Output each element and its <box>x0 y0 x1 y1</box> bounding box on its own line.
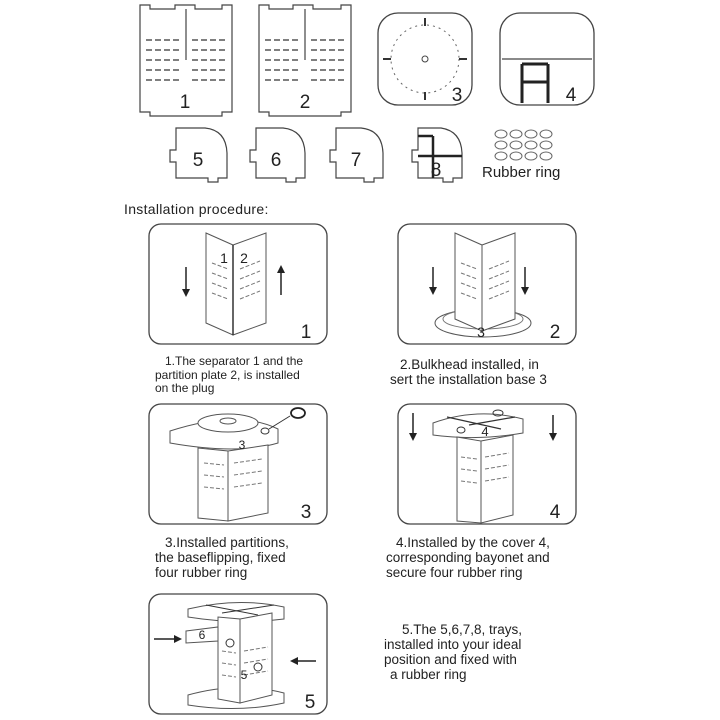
part-2-panel <box>258 4 352 117</box>
step-5-caption: 5.The 5,6,7,8, trays, installed into you… <box>384 622 523 682</box>
part-1-label: 1 <box>180 92 191 113</box>
part-1-panel <box>139 4 233 117</box>
step-3-caption: 3.Installed partitions, the baseflipping… <box>155 535 289 580</box>
step-5-diagram: 6 5 5 <box>148 593 328 715</box>
parts-diagram: 1 2 3 4 5 6 7 <box>139 4 595 183</box>
part-3-label: 3 <box>452 85 463 106</box>
step-1-number: 1 <box>301 322 312 343</box>
arrow-right-icon <box>154 635 182 643</box>
arrow-down-icon <box>521 267 529 295</box>
part-5-label: 5 <box>193 150 204 171</box>
arrow-up-icon <box>277 265 285 295</box>
step-2-diagram: 3 2 <box>397 223 577 345</box>
part-5-tray <box>169 127 228 183</box>
arrow-down-icon <box>409 413 417 441</box>
rubber-ring-icon <box>290 407 306 419</box>
step-4-number: 4 <box>550 502 561 523</box>
step-2-caption: 2.Bulkhead installed, in sert the instal… <box>390 357 547 387</box>
part-7-label: 7 <box>351 150 362 171</box>
step-2-number: 2 <box>550 322 561 343</box>
arrow-down-icon <box>182 267 190 297</box>
part-7-tray <box>329 127 384 183</box>
arrow-down-icon <box>549 415 557 441</box>
step-4-diagram: 4 4 <box>397 403 577 525</box>
step-3-label-3: 3 <box>239 438 246 452</box>
step-4-label-4: 4 <box>481 424 488 439</box>
step-5-label-6: 6 <box>199 628 206 642</box>
step-1-diagram: 1 2 1 <box>148 223 328 345</box>
part-2-label: 2 <box>300 92 311 113</box>
step-5-number: 5 <box>305 692 316 713</box>
step-3-diagram: 3 3 <box>148 403 328 525</box>
part-3-base <box>377 12 473 106</box>
step-2-label-3: 3 <box>477 324 485 340</box>
step-1-label-1: 1 <box>220 250 228 266</box>
rubber-rings <box>494 129 553 161</box>
step-3-number: 3 <box>301 502 312 523</box>
step-5-label-5: 5 <box>241 668 248 682</box>
arrow-down-icon <box>429 267 437 295</box>
part-8-label: 8 <box>431 160 442 181</box>
rubber-ring-label: Rubber ring <box>482 164 561 181</box>
step-1-label-2: 2 <box>240 250 248 266</box>
step-1-caption: 1.The separator 1 and the partition plat… <box>155 354 304 395</box>
part-6-label: 6 <box>271 150 282 171</box>
part-4-cover <box>499 12 595 106</box>
step-4-caption: 4.Installed by the cover 4, correspondin… <box>386 535 550 580</box>
part-4-label: 4 <box>566 85 577 106</box>
part-6-tray <box>249 127 306 183</box>
arrow-left-icon <box>290 657 316 665</box>
part-8-tray <box>411 127 463 183</box>
procedure-title: Installation procedure: <box>124 201 269 217</box>
